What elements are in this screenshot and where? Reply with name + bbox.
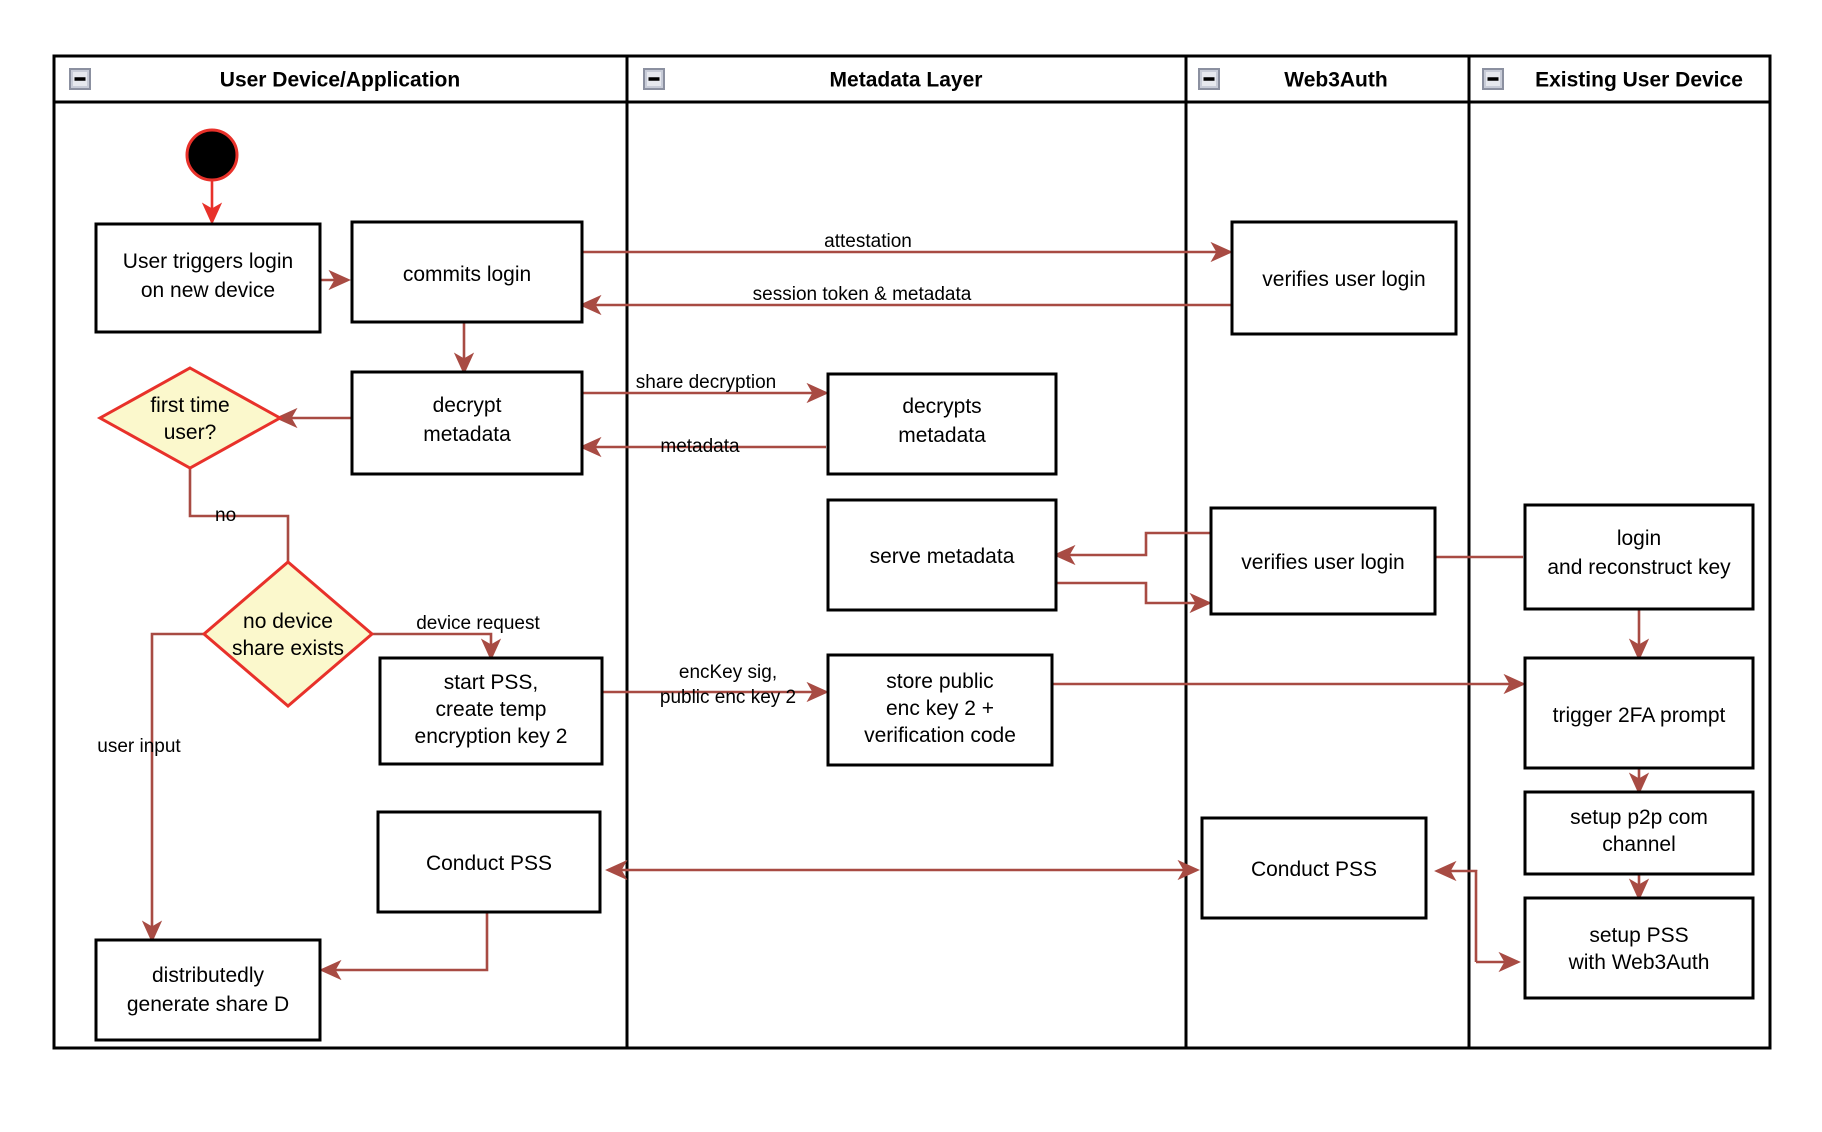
node-label-line: verifies user login <box>1241 551 1404 574</box>
node-user-triggers-login[interactable]: User triggers login on new device <box>94 222 322 334</box>
node-decrypt-metadata[interactable]: decrypt metadata <box>350 370 584 476</box>
node-label-line: commits login <box>403 263 531 286</box>
node-label-line: verifies user login <box>1262 268 1425 291</box>
minus-icon[interactable] <box>1482 68 1504 90</box>
node-label-line: decrypts <box>902 395 981 418</box>
lane-title-existing-device: Existing User Device <box>1535 69 1743 92</box>
minus-icon[interactable] <box>69 68 91 90</box>
edge-label-attestation: attestation <box>824 231 912 252</box>
node-label-line: generate share D <box>127 993 289 1016</box>
node-login-and-reconstruct-key[interactable]: login and reconstruct key <box>1523 503 1755 611</box>
node-distributedly-generate-share-d[interactable]: distributedly generate share D <box>94 938 322 1042</box>
lane-header-existing-device[interactable]: Existing User Device <box>1482 68 1743 92</box>
node-label-line: decrypt <box>433 394 502 417</box>
node-label-line: metadata <box>423 423 511 446</box>
node-label-line: store public <box>886 670 993 693</box>
lane-header-metadata[interactable]: Metadata Layer <box>643 68 983 92</box>
node-label-line: encryption key 2 <box>415 725 568 748</box>
edge-label-device-request: device request <box>416 613 540 634</box>
edge-label-user-input: user input <box>97 736 181 757</box>
edge-label-enckey-sig-1: encKey sig, <box>679 662 777 683</box>
lane-header-web3auth[interactable]: Web3Auth <box>1198 68 1388 92</box>
node-label-line: create temp <box>436 698 547 721</box>
edge-right-hook-to-conduct-pss-web3auth <box>1434 860 1478 962</box>
node-label-line: share exists <box>232 637 344 660</box>
edge-label-share-decryption: share decryption <box>636 372 776 393</box>
node-serve-metadata[interactable]: serve metadata <box>826 498 1058 612</box>
node-start-pss-create-temp-key[interactable]: start PSS, create temp encryption key 2 <box>378 656 604 766</box>
node-verifies-user-login-top[interactable]: verifies user login <box>1230 220 1458 336</box>
edge-verifies-mid-to-serve-metadata <box>1053 531 1211 566</box>
node-setup-pss-with-web3auth[interactable]: setup PSS with Web3Auth <box>1523 896 1755 1000</box>
node-first-time-user-decision[interactable]: first time user? <box>96 366 284 470</box>
node-label-line: User triggers login <box>123 250 293 273</box>
node-layer: User triggers login on new device commit… <box>94 128 1755 1042</box>
node-store-public-enc-key[interactable]: store public enc key 2 + verification co… <box>826 653 1054 767</box>
node-setup-p2p-com-channel[interactable]: setup p2p com channel <box>1523 790 1755 876</box>
node-label-line: setup PSS <box>1589 924 1688 947</box>
node-label-line: metadata <box>898 424 986 447</box>
lane-title-user-device: User Device/Application <box>220 69 460 92</box>
edge-label-metadata: metadata <box>660 436 740 457</box>
node-label-line: setup p2p com <box>1570 806 1708 829</box>
edge-device-share-to-start-pss <box>372 632 502 661</box>
node-label-line: user? <box>164 421 217 444</box>
minus-icon[interactable] <box>1198 68 1220 90</box>
node-label-line: Conduct PSS <box>1251 858 1377 881</box>
node-label-line: and reconstruct key <box>1547 556 1731 579</box>
node-label-line: channel <box>1602 833 1676 856</box>
node-label-line: first time <box>150 394 229 417</box>
node-no-device-share-exists-decision[interactable]: no device share exists <box>201 560 375 708</box>
node-label-line: no device <box>243 610 333 633</box>
node-label-line: verification code <box>864 724 1016 747</box>
edge-label-enckey-sig-2: public enc key 2 <box>660 687 796 708</box>
edge-device-share-to-distributedly-generate <box>141 632 205 943</box>
lane-title-web3auth: Web3Auth <box>1284 69 1387 92</box>
edge-label-session-token: session token & metadata <box>753 284 972 305</box>
node-label-line: on new device <box>141 279 275 302</box>
node-decrypts-metadata[interactable]: decrypts metadata <box>826 372 1058 476</box>
node-verifies-user-login-mid[interactable]: verifies user login <box>1209 506 1437 616</box>
edge-label-no: no <box>215 505 236 526</box>
node-label-line: Conduct PSS <box>426 852 552 875</box>
lane-header-user-device[interactable]: User Device/Application <box>69 68 460 92</box>
node-label-line: distributedly <box>152 964 265 987</box>
node-label-line: serve metadata <box>870 545 1015 568</box>
node-label-line: login <box>1617 527 1661 550</box>
node-label-line: trigger 2FA prompt <box>1553 704 1726 727</box>
node-trigger-2fa-prompt[interactable]: trigger 2FA prompt <box>1523 656 1755 770</box>
lane-title-metadata: Metadata Layer <box>830 69 983 92</box>
edge-conduct-pss-to-distributedly-generate <box>319 912 489 981</box>
edge-first-time-user-no-to-device-share <box>188 468 299 601</box>
node-conduct-pss-web3auth[interactable]: Conduct PSS <box>1200 816 1428 920</box>
minus-icon[interactable] <box>643 68 665 90</box>
node-conduct-pss-user-device[interactable]: Conduct PSS <box>376 810 602 914</box>
edge-serve-metadata-to-verifies-mid <box>1056 581 1212 614</box>
node-label-line: enc key 2 + <box>886 697 994 720</box>
node-label-line: with Web3Auth <box>1568 951 1710 974</box>
start-node-circle[interactable] <box>185 128 239 182</box>
node-label-line: start PSS, <box>444 671 539 694</box>
node-commits-login[interactable]: commits login <box>350 220 584 324</box>
